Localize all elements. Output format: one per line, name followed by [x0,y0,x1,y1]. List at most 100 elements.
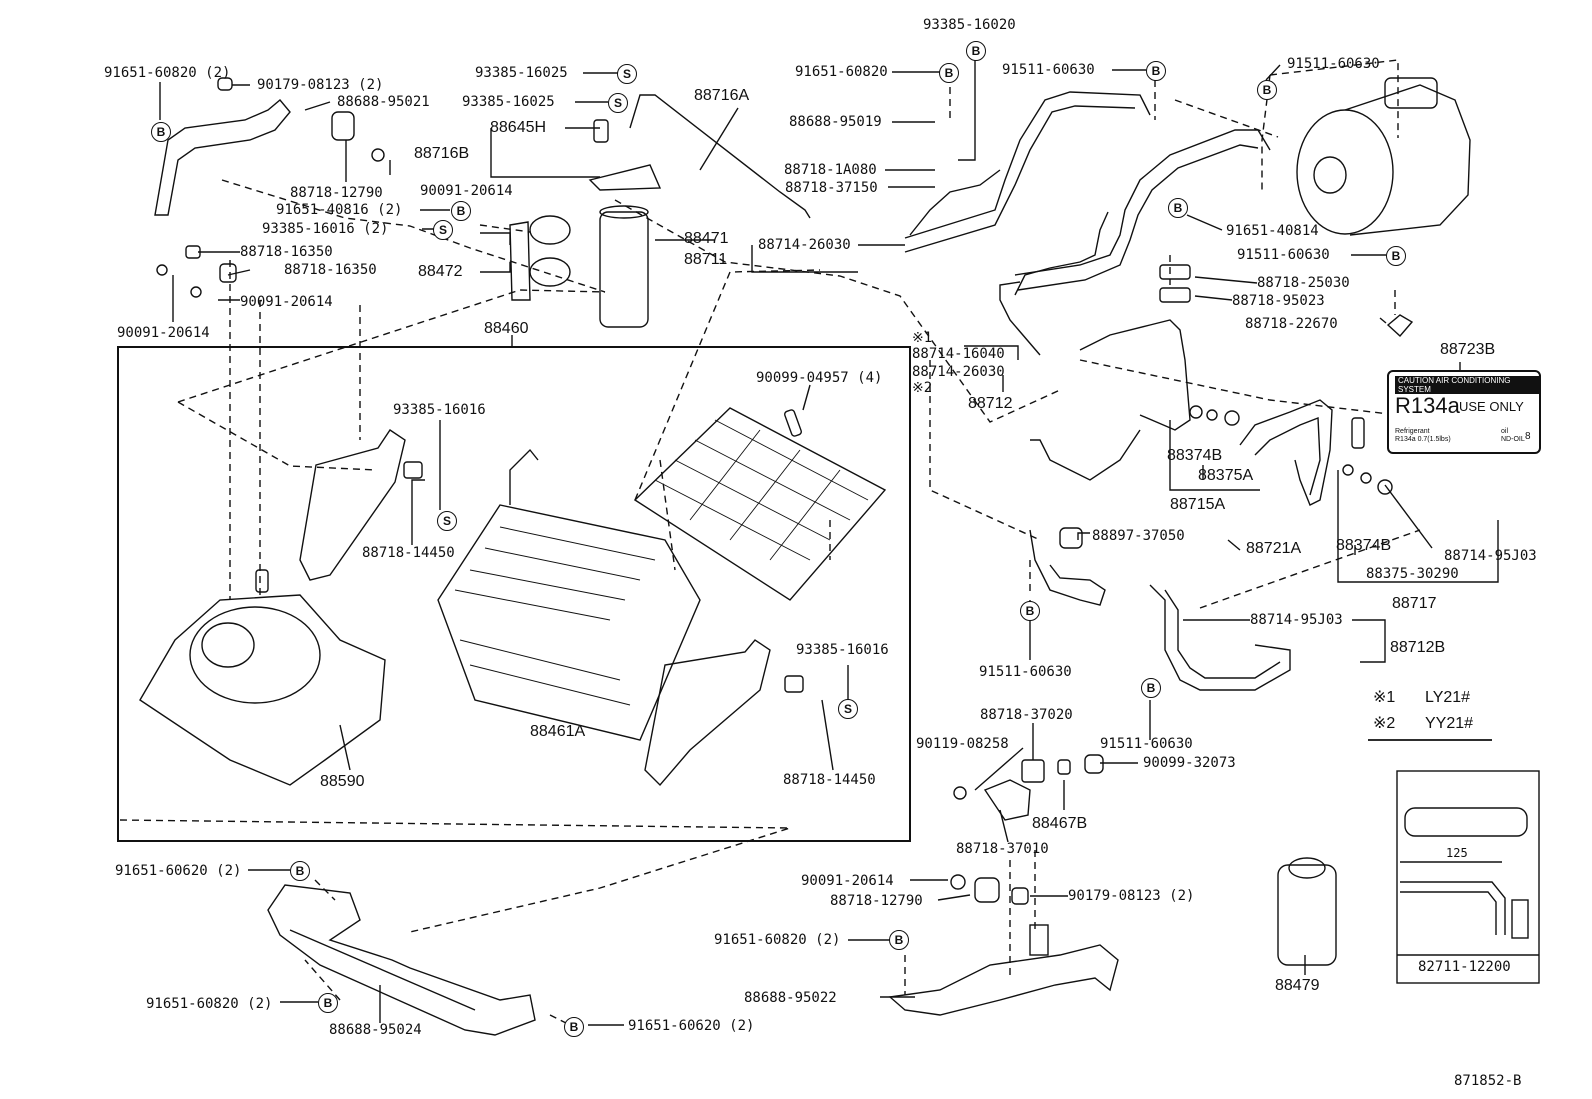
tube-88717-inner [1254,416,1321,496]
tube-88712 [999,281,1041,356]
label-88460: 88460 [484,320,529,337]
hose-sheath-left [909,169,1001,236]
label-88711: 88711 [684,251,728,268]
label-88716A: 88716A [694,87,750,104]
bolt-marker: B [564,1017,584,1037]
screen-mesh [654,419,869,561]
label-88688-95022: 88688-95022 [744,990,837,1006]
decal-oil-num: 8 [1525,431,1531,442]
label-88718-95023: 88718-95023 [1232,293,1325,309]
bracket-88718-37010 [983,779,1031,821]
label-91651-60820-2-bm: 91651-60820 (2) [714,932,841,948]
decal-refrigerant: R134a [1395,393,1460,418]
fan-motor-88590 [189,606,321,704]
decal-row1: Refrigerant [1395,428,1430,435]
label-88718-12790: 88718-12790 [290,185,383,201]
label-88715A: 88715A [1170,496,1226,513]
compressor-clutch [1296,109,1394,235]
bolt-90091-20614-a [156,264,168,276]
bolt-90119-08258 [953,786,967,800]
label-88374B-b: 88374B [1336,537,1392,554]
note1-mark: ※1 [1373,689,1396,706]
hose-88714-16040-inner [1017,144,1259,291]
label-note1-mark: ※1 [912,330,933,346]
label-88375A: 88375A [1198,467,1254,484]
label-88375-30290: 88375-30290 [1366,566,1459,582]
label-88718-14450-b: 88718-14450 [783,772,876,788]
clip-88718-12790 [331,111,355,141]
label-90091-20614-l: 90091-20614 [117,325,210,341]
label-88718-16350-b: 88718-16350 [284,262,377,278]
bracket-88688-95021 [154,99,291,216]
label-88714-95J03-a: 88714-95J03 [1444,548,1537,564]
compressor-body [1344,84,1471,236]
inset-82711-12200-box [1396,770,1540,984]
inset-connector [1511,899,1529,939]
label-88717: 88717 [1392,595,1437,612]
oring-f [1377,479,1393,495]
label-88718-1A080: 88718-1A080 [784,162,877,178]
label-88721A: 88721A [1246,540,1302,557]
bolt-marker: B [1141,678,1161,698]
label-88718-12790-b: 88718-12790 [830,893,923,909]
label-91651-60620-2-a: 91651-60620 (2) [115,863,242,879]
decal-row3: oil [1501,428,1509,435]
hose-88714-16040 [1014,129,1271,276]
label-90119-08258: 90119-08258 [916,736,1009,752]
condenser-core-88461A [437,504,701,741]
screw-marker: S [838,699,858,719]
condenser-inlet [509,448,539,505]
label-88714-95J03-b: 88714-95J03 [1250,612,1343,628]
decal-row4: ND-OIL [1501,436,1525,443]
label-91511-60630-mr: 91511-60630 [1100,736,1193,752]
receiver-dryer-88471 [599,211,649,328]
bolt-marker: B [1257,80,1277,100]
label-88714-26030-b: 88714-26030 [912,364,1005,380]
screw-marker: S [433,220,453,240]
bracket-tab [1029,924,1049,956]
clamp-88718-16350-a [185,245,201,259]
bracket-88688-95022 [888,944,1119,1016]
tube-88712B [1149,584,1291,691]
bolt-90091-20614-b [190,286,202,298]
tube-88712B-inner [1164,589,1281,679]
label-90099-04957-4: 90099-04957 (4) [756,370,883,386]
label-88714-26030-a: 88714-26030 [758,237,851,253]
label-91651-60620-2-b: 91651-60620 (2) [628,1018,755,1034]
bracket-rail [289,929,476,1011]
label-90179-08123-2-b: 90179-08123 (2) [1068,888,1195,904]
label-88461A: 88461A [530,723,586,740]
label-88714-16040: 88714-16040 [912,346,1005,362]
label-88467B: 88467B [1032,815,1088,832]
hose-88721A [1030,429,1141,481]
cap-88714-95J03-a [1351,417,1365,449]
screw-marker: S [608,93,628,113]
condenser-bracket-right [644,639,771,787]
label-88590: 88590 [320,773,365,790]
label-91651-40814: 91651-40814 [1226,223,1319,239]
label-88897-37050: 88897-37050 [1092,528,1185,544]
label-88712: 88712 [968,395,1013,412]
bracket-88688-95024 [267,884,536,1036]
bracket-88718-37020 [1021,759,1045,783]
label-88374B-a: 88374B [1167,447,1223,464]
label-91511-60630-r: 91511-60630 [1237,247,1330,263]
nut-90179-08123-bottom [1011,887,1029,905]
label-88718-37020: 88718-37020 [980,707,1073,723]
band-lower [529,257,571,287]
bolt-marker: B [939,63,959,83]
condenser-bracket-left [299,429,406,581]
bolt-marker: B [290,861,310,881]
oring-c [1224,410,1240,426]
label-88718-37150: 88718-37150 [785,180,878,196]
clip-88718-12790-bottom [974,877,1000,903]
hose-88721A-lower [1029,529,1106,606]
label-88718-22670: 88718-22670 [1245,316,1338,332]
hose-88714-26030-inner [904,105,1136,253]
leader-lines [159,42,1499,1026]
tube-88715A [1079,319,1191,431]
bolt-marker: B [1146,61,1166,81]
bolt-90091-20614-top [371,148,385,162]
diagram-id: 871852-B [1454,1073,1522,1089]
